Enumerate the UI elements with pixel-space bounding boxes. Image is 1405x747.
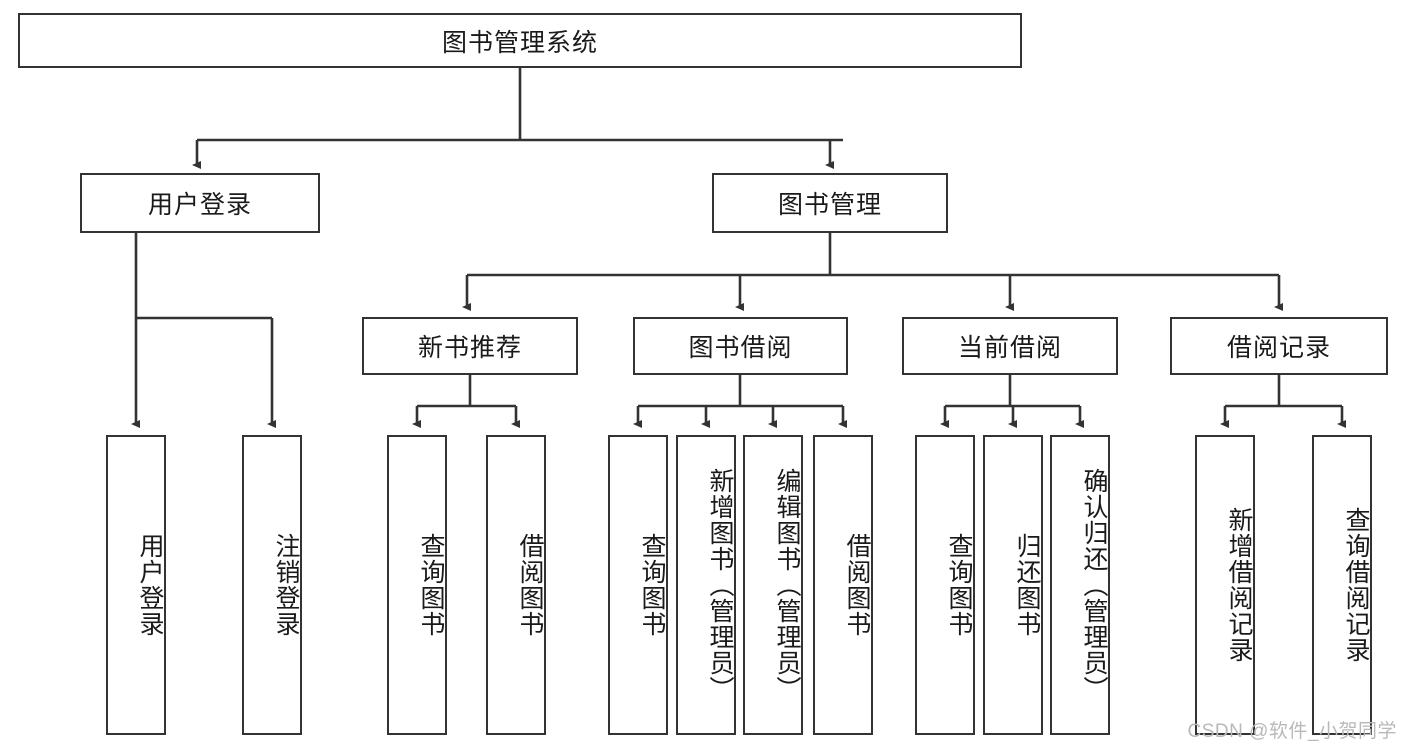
leaf-query-record-label: 查询借阅记录: [1342, 507, 1370, 663]
node-user-login-label: 用户登录: [147, 191, 252, 219]
node-current-borrow-label: 当前借阅: [957, 334, 1062, 362]
leaf-borrow-book-1[interactable]: 借阅图书: [486, 435, 546, 735]
leaf-add-record-label: 新增借阅记录: [1225, 507, 1253, 663]
leaf-return-book[interactable]: 归还图书: [983, 435, 1043, 735]
leaf-logout-label: 注销登录: [272, 533, 300, 637]
node-user-login[interactable]: 用户登录: [80, 173, 320, 233]
node-book-borrow-label: 图书借阅: [688, 334, 793, 362]
node-book-borrow[interactable]: 图书借阅: [633, 317, 848, 375]
leaf-logout[interactable]: 注销登录: [242, 435, 302, 735]
node-book-manage-label: 图书管理: [777, 191, 882, 219]
leaf-confirm-return-label: 确认归还（管理员）: [1080, 468, 1108, 702]
leaf-query-record[interactable]: 查询借阅记录: [1312, 435, 1372, 735]
leaf-borrow-book-2-label: 借阅图书: [843, 533, 871, 637]
leaf-add-book[interactable]: 新增图书（管理员）: [676, 435, 736, 735]
leaf-add-record[interactable]: 新增借阅记录: [1195, 435, 1255, 735]
leaf-user-login[interactable]: 用户登录: [106, 435, 166, 735]
leaf-query-book-1[interactable]: 查询图书: [387, 435, 447, 735]
node-borrow-record-label: 借阅记录: [1226, 334, 1331, 362]
leaf-borrow-book-2[interactable]: 借阅图书: [813, 435, 873, 735]
leaf-query-book-1-label: 查询图书: [417, 533, 445, 637]
leaf-confirm-return[interactable]: 确认归还（管理员）: [1050, 435, 1110, 735]
node-borrow-record[interactable]: 借阅记录: [1170, 317, 1388, 375]
node-current-borrow[interactable]: 当前借阅: [902, 317, 1118, 375]
leaf-edit-book[interactable]: 编辑图书（管理员）: [743, 435, 803, 735]
node-new-book-rec[interactable]: 新书推荐: [362, 317, 578, 375]
leaf-query-book-3-label: 查询图书: [945, 533, 973, 637]
leaf-user-login-label: 用户登录: [136, 533, 164, 637]
leaf-add-book-label: 新增图书（管理员）: [706, 468, 734, 702]
node-new-book-rec-label: 新书推荐: [417, 334, 522, 362]
leaf-return-book-label: 归还图书: [1013, 533, 1041, 637]
csdn-watermark: CSDN @软件_小贺同学: [1187, 721, 1397, 742]
node-root-label: 图书管理系统: [441, 28, 598, 57]
leaf-query-book-2-label: 查询图书: [638, 533, 666, 637]
leaf-edit-book-label: 编辑图书（管理员）: [773, 468, 801, 702]
leaf-query-book-2[interactable]: 查询图书: [608, 435, 668, 735]
leaf-borrow-book-1-label: 借阅图书: [516, 533, 544, 637]
leaf-query-book-3[interactable]: 查询图书: [915, 435, 975, 735]
node-root[interactable]: 图书管理系统: [18, 13, 1022, 68]
node-book-manage[interactable]: 图书管理: [712, 173, 948, 233]
